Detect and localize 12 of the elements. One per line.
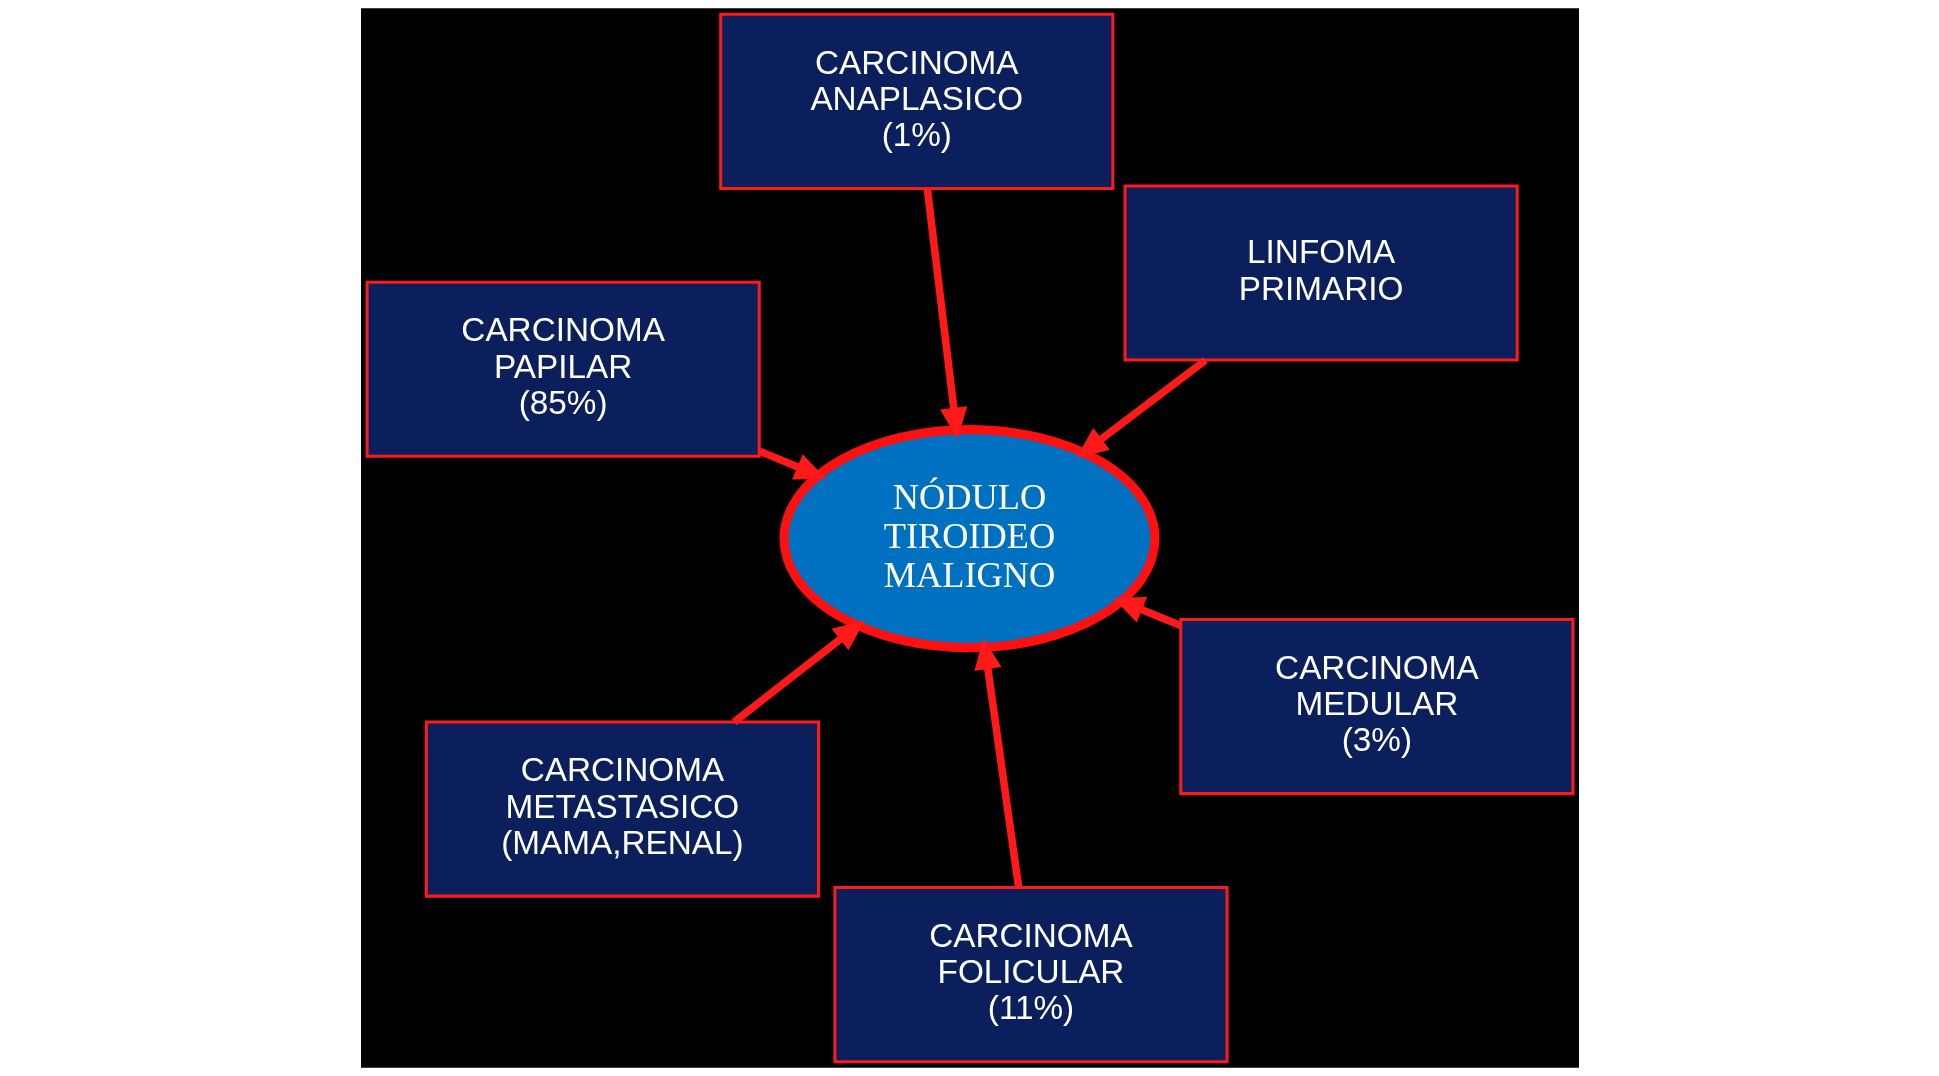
- node-box: CARCINOMA METASTASICO (MAMA,RENAL): [424, 720, 820, 898]
- arrow: [1112, 597, 1182, 630]
- node-box: CARCINOMA MEDULAR (3%): [1178, 618, 1574, 796]
- arrow: [1075, 357, 1208, 458]
- node-box: LINFOMA PRIMARIO: [1123, 184, 1519, 362]
- arrow: [973, 637, 1022, 888]
- arrow: [923, 188, 967, 439]
- node-box: CARCINOMA ANAPLASICO (1%): [718, 12, 1114, 190]
- node-box: CARCINOMA PAPILAR (85%): [365, 280, 761, 458]
- arrow: [731, 620, 865, 725]
- arrow: [757, 447, 826, 480]
- node-box: CARCINOMA FOLICULAR (11%): [832, 886, 1229, 1064]
